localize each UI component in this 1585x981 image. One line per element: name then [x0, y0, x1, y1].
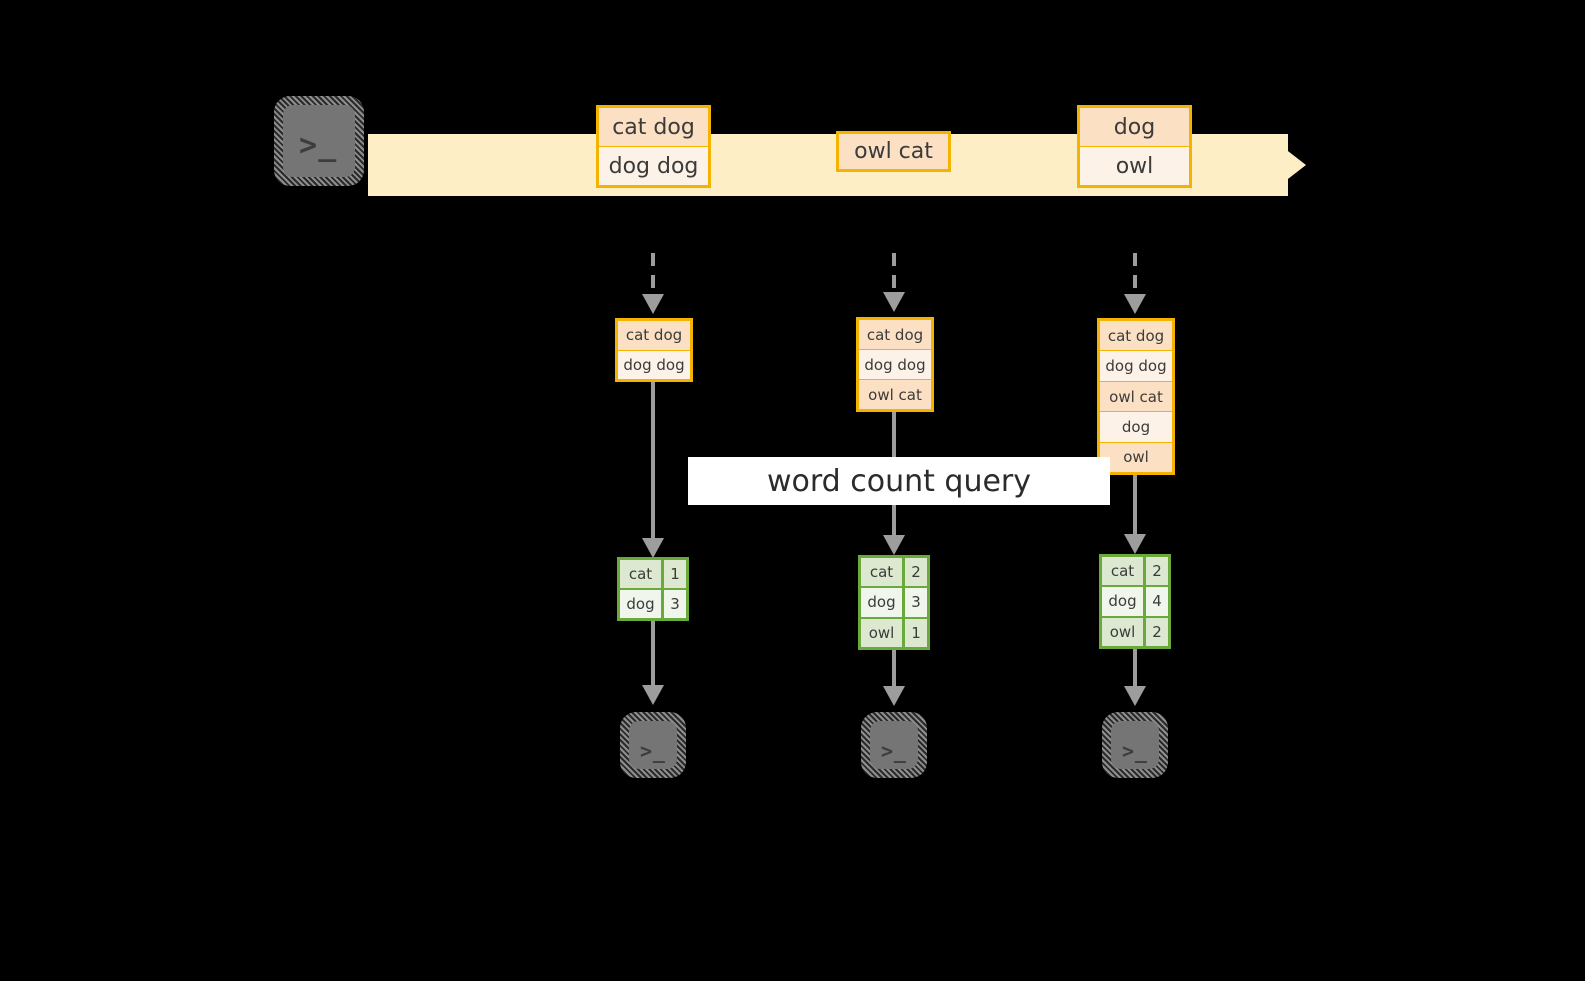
count-row: dog 3 — [861, 588, 927, 619]
count-value: 3 — [905, 588, 927, 617]
stream-to-log-arrowhead-2 — [883, 292, 905, 312]
count-word: owl — [861, 618, 905, 647]
terminal-face — [283, 105, 355, 177]
stream-event-line: owl — [1080, 147, 1189, 185]
count-row: cat 1 — [620, 560, 686, 590]
counts-to-consumer-connector-1 — [651, 621, 655, 689]
stream-to-log-arrowhead-3 — [1124, 294, 1146, 314]
counts-to-consumer-connector-2 — [892, 650, 896, 690]
log-entry: dog dog — [859, 350, 931, 380]
log-to-counts-arrowhead-2 — [883, 535, 905, 555]
log-entry: owl cat — [1100, 381, 1172, 413]
log-entry: cat dog — [859, 320, 931, 350]
log-entry: cat dog — [618, 321, 690, 351]
stream-event-line: dog — [1080, 108, 1189, 147]
count-word: cat — [861, 558, 905, 587]
count-word: owl — [1102, 617, 1146, 646]
snapshot-log-box-1[interactable]: cat dog dog dog — [615, 318, 693, 382]
counts-to-consumer-arrowhead-1 — [642, 685, 664, 705]
log-entry: dog — [1100, 412, 1172, 443]
count-row: owl 1 — [861, 618, 927, 647]
count-word: cat — [620, 560, 664, 588]
consumer-terminal-icon-2[interactable]: >_ — [861, 712, 927, 778]
log-to-counts-connector-1 — [651, 382, 655, 542]
log-to-counts-connector-3 — [1133, 475, 1137, 538]
stream-event-box-1[interactable]: cat dog dog dog — [596, 105, 711, 188]
count-value: 1 — [905, 618, 927, 647]
log-entry: cat dog — [1100, 321, 1172, 352]
count-value: 1 — [664, 560, 686, 588]
terminal-face — [629, 721, 677, 769]
count-row: owl 2 — [1102, 617, 1168, 646]
stream-to-log-connector-2 — [892, 253, 896, 296]
count-word: cat — [1102, 557, 1146, 586]
consumer-terminal-icon-1[interactable]: >_ — [620, 712, 686, 778]
count-row: dog 4 — [1102, 587, 1168, 618]
log-to-counts-arrowhead-1 — [642, 538, 664, 558]
stream-event-box-2[interactable]: owl cat — [836, 131, 951, 172]
terminal-face — [1111, 721, 1159, 769]
log-entry: dog dog — [618, 350, 690, 379]
count-value: 2 — [1146, 617, 1168, 646]
counts-to-consumer-arrowhead-2 — [883, 686, 905, 706]
count-value: 3 — [664, 590, 686, 618]
count-word: dog — [861, 588, 905, 617]
count-row: cat 2 — [1102, 557, 1168, 588]
count-value: 2 — [1146, 557, 1168, 586]
producer-terminal-icon[interactable]: >_ — [274, 96, 364, 186]
stream-event-line: dog dog — [599, 147, 708, 185]
count-row: dog 3 — [620, 590, 686, 618]
stream-to-log-connector-1 — [651, 253, 655, 298]
consumer-terminal-icon-3[interactable]: >_ — [1102, 712, 1168, 778]
terminal-prompt-glyph: >_ — [299, 128, 338, 163]
counts-to-consumer-connector-3 — [1133, 649, 1137, 690]
stream-event-line: owl cat — [839, 134, 948, 169]
stream-event-box-3[interactable]: dog owl — [1077, 105, 1192, 188]
log-entry: dog dog — [1100, 351, 1172, 382]
word-count-table-2[interactable]: cat 2 dog 3 owl 1 — [858, 555, 930, 650]
word-count-table-1[interactable]: cat 1 dog 3 — [617, 557, 689, 621]
event-stream-arrowhead — [1266, 134, 1306, 196]
snapshot-log-box-3[interactable]: cat dog dog dog owl cat dog owl — [1097, 318, 1175, 475]
count-row: cat 2 — [861, 558, 927, 589]
log-entry: owl cat — [859, 380, 931, 409]
counts-to-consumer-arrowhead-3 — [1124, 686, 1146, 706]
stream-event-line: cat dog — [599, 108, 708, 147]
word-count-query-label: word count query — [688, 457, 1110, 505]
terminal-face — [870, 721, 918, 769]
terminal-prompt-glyph: >_ — [881, 739, 907, 763]
log-entry: owl — [1100, 442, 1172, 473]
terminal-prompt-glyph: >_ — [640, 739, 666, 763]
snapshot-log-box-2[interactable]: cat dog dog dog owl cat — [856, 317, 934, 412]
stream-to-log-arrowhead-1 — [642, 294, 664, 314]
count-word: dog — [1102, 587, 1146, 616]
stream-to-log-connector-3 — [1133, 253, 1137, 298]
log-to-counts-arrowhead-3 — [1124, 534, 1146, 554]
count-value: 4 — [1146, 587, 1168, 616]
count-value: 2 — [905, 558, 927, 587]
count-word: dog — [620, 590, 664, 618]
terminal-prompt-glyph: >_ — [1122, 739, 1148, 763]
word-count-table-3[interactable]: cat 2 dog 4 owl 2 — [1099, 554, 1171, 649]
